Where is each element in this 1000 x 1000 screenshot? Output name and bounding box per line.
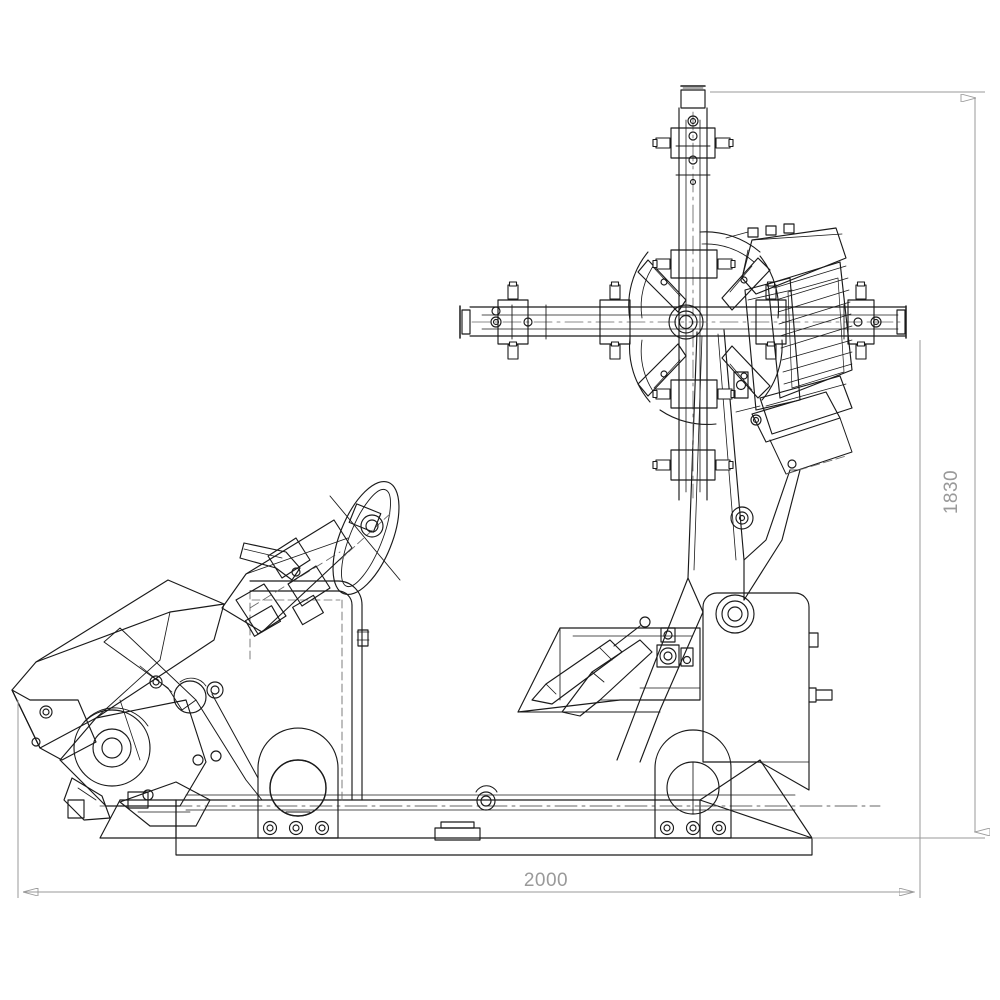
base-frame-rail [99, 759, 881, 856]
column-housing-panel [702, 592, 833, 791]
rail-clamp [652, 379, 736, 409]
flywheel-disc [73, 707, 151, 787]
rail-clamp [599, 281, 631, 360]
chuck-ring [628, 231, 783, 426]
clamp-jaw [721, 257, 771, 311]
dimension-width-label: 2000 [524, 870, 568, 891]
operator-console [11, 579, 263, 827]
center-hub [668, 304, 704, 340]
operator-handwheel [329, 480, 401, 596]
rail-clamp [497, 281, 529, 360]
rail-clamp [652, 127, 734, 159]
hydraulic-cylinder [561, 639, 653, 717]
horizontal-slide-rail [459, 304, 907, 340]
connector-fitting [656, 627, 694, 668]
control-lever [239, 542, 301, 581]
center-deck [517, 616, 701, 717]
rail-clamp [652, 449, 734, 481]
hydraulic-cylinder [531, 616, 651, 705]
clamp-jaw [637, 259, 687, 313]
finned-tool-head [733, 223, 853, 475]
guard-post [249, 580, 370, 801]
dimension-lines [17, 91, 985, 898]
clamp-jaw [637, 343, 687, 397]
control-column [221, 480, 401, 637]
dimension-height-label: 1830 [941, 470, 962, 514]
lifting-eye-bracket [654, 729, 732, 839]
rail-clamp [652, 249, 736, 279]
vertical-slide-rail [675, 85, 711, 501]
frame-boss [476, 791, 496, 811]
lifting-eye-bracket [257, 727, 339, 839]
rail-clamp [847, 281, 875, 360]
